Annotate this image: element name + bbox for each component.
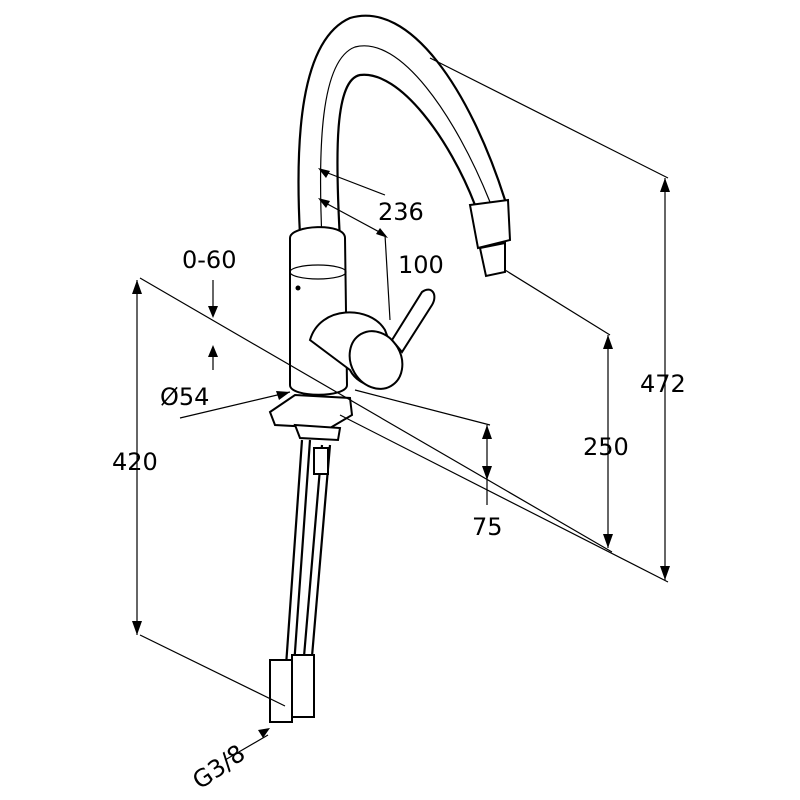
label-outlet-height: 250 [583,433,629,461]
label-spout-reach: 236 [378,198,424,226]
spout-inner [336,73,477,241]
label-connection-thread: G3/8 [187,739,250,795]
label-total-height: 472 [640,370,686,398]
hose-left [283,439,312,681]
label-body-diameter: Ø54 [160,383,209,411]
lever-handle [390,288,436,354]
faucet-outline [268,14,512,723]
base-plate [268,393,354,430]
spout-outer [297,14,507,236]
hose-right [300,444,332,681]
label-hose-length: 420 [112,448,158,476]
spray-head [468,198,512,250]
label-body-offset: 75 [472,513,503,541]
dimension-labels: 236 100 0-60 Ø54 420 472 250 75 G3/8 [112,198,686,795]
spray-tip [478,241,506,278]
label-lever-offset: 100 [398,251,444,279]
label-swivel-angle: 0-60 [182,246,236,274]
dimension-lines [132,57,670,761]
